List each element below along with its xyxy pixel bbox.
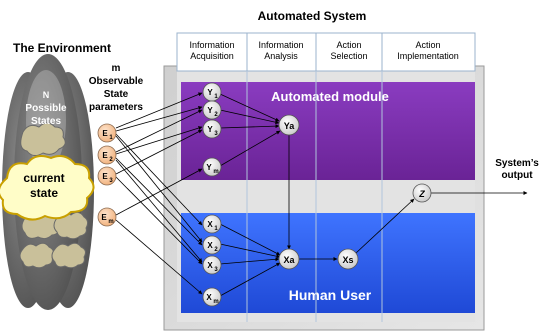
node-e3: E 3 xyxy=(97,166,117,186)
svg-text:E: E xyxy=(101,213,107,222)
svg-text:E: E xyxy=(102,172,108,181)
system-output-line1: System’s xyxy=(495,158,539,169)
node-y2: Y 2 xyxy=(202,100,222,120)
column-header-table xyxy=(176,32,476,72)
node-x3: X 3 xyxy=(202,255,222,275)
svg-text:Y: Y xyxy=(207,125,213,134)
system-output-line2: output xyxy=(501,170,533,181)
diagram-title: Automated System xyxy=(258,9,367,23)
svg-text:Z: Z xyxy=(418,189,425,199)
col-selection-line2: Selection xyxy=(330,51,367,61)
svg-text:Y: Y xyxy=(207,88,213,97)
col-acquisition-line2: Acquisition xyxy=(190,51,234,61)
svg-text:X: X xyxy=(207,261,213,270)
params-line2: Observable xyxy=(89,76,144,87)
node-x2: X 2 xyxy=(202,235,222,255)
connector-arrows xyxy=(115,92,528,297)
node-y1: Y 1 xyxy=(202,82,222,102)
svg-text:E: E xyxy=(102,151,108,160)
col-implementation-line2: Implementation xyxy=(397,51,459,61)
env-possible-label: Possible xyxy=(25,103,67,114)
node-z: Z xyxy=(412,183,432,203)
svg-text:3: 3 xyxy=(109,178,113,184)
svg-text:2: 2 xyxy=(214,247,218,253)
human-user-label: Human User xyxy=(289,287,372,303)
svg-text:Y: Y xyxy=(206,163,212,172)
params-line4: parameters xyxy=(89,102,143,113)
node-e2: E 2 xyxy=(97,145,117,165)
node-em: E m xyxy=(97,207,117,227)
environment-title: The Environment xyxy=(13,41,111,55)
col-implementation-line1: Action xyxy=(415,40,440,50)
current-state-line2: state xyxy=(30,186,58,200)
svg-text:m: m xyxy=(213,169,218,175)
node-ym: Y m xyxy=(202,157,222,177)
svg-text:1: 1 xyxy=(214,94,218,100)
column-dividers xyxy=(246,71,383,322)
svg-text:E: E xyxy=(102,129,108,138)
env-states-label: States xyxy=(31,116,61,127)
svg-text:X: X xyxy=(207,220,213,229)
col-selection-line1: Action xyxy=(336,40,361,50)
svg-text:2: 2 xyxy=(214,112,218,118)
svg-text:Xa: Xa xyxy=(283,255,295,265)
svg-text:X: X xyxy=(206,293,212,302)
svg-text:3: 3 xyxy=(214,131,218,137)
node-xa: Xa xyxy=(278,248,300,270)
svg-text:m: m xyxy=(108,219,113,225)
node-x1: X 1 xyxy=(202,214,222,234)
col-analysis-line1: Information xyxy=(258,40,303,50)
env-n-label: N xyxy=(43,90,50,100)
svg-text:X: X xyxy=(207,241,213,250)
node-e1: E 1 xyxy=(97,123,117,143)
current-state-line1: current xyxy=(23,171,64,185)
node-ya: Ya xyxy=(278,114,300,136)
automated-module-label: Automated module xyxy=(271,89,389,104)
node-xm: X m xyxy=(202,287,222,307)
params-line3: State xyxy=(104,89,129,100)
svg-text:3: 3 xyxy=(214,267,218,273)
svg-text:2: 2 xyxy=(109,157,113,163)
params-line1: m xyxy=(112,63,121,74)
current-state-cloud xyxy=(0,155,95,221)
svg-text:Ya: Ya xyxy=(284,121,296,131)
col-analysis-line2: Analysis xyxy=(264,51,298,61)
svg-text:Y: Y xyxy=(207,106,213,115)
col-acquisition-line1: Information xyxy=(189,40,234,50)
svg-text:Xs: Xs xyxy=(342,255,353,265)
node-xs: Xs xyxy=(337,248,359,270)
svg-text:1: 1 xyxy=(109,135,113,141)
svg-text:1: 1 xyxy=(214,226,218,232)
svg-text:m: m xyxy=(213,299,218,305)
node-y3: Y 3 xyxy=(202,119,222,139)
